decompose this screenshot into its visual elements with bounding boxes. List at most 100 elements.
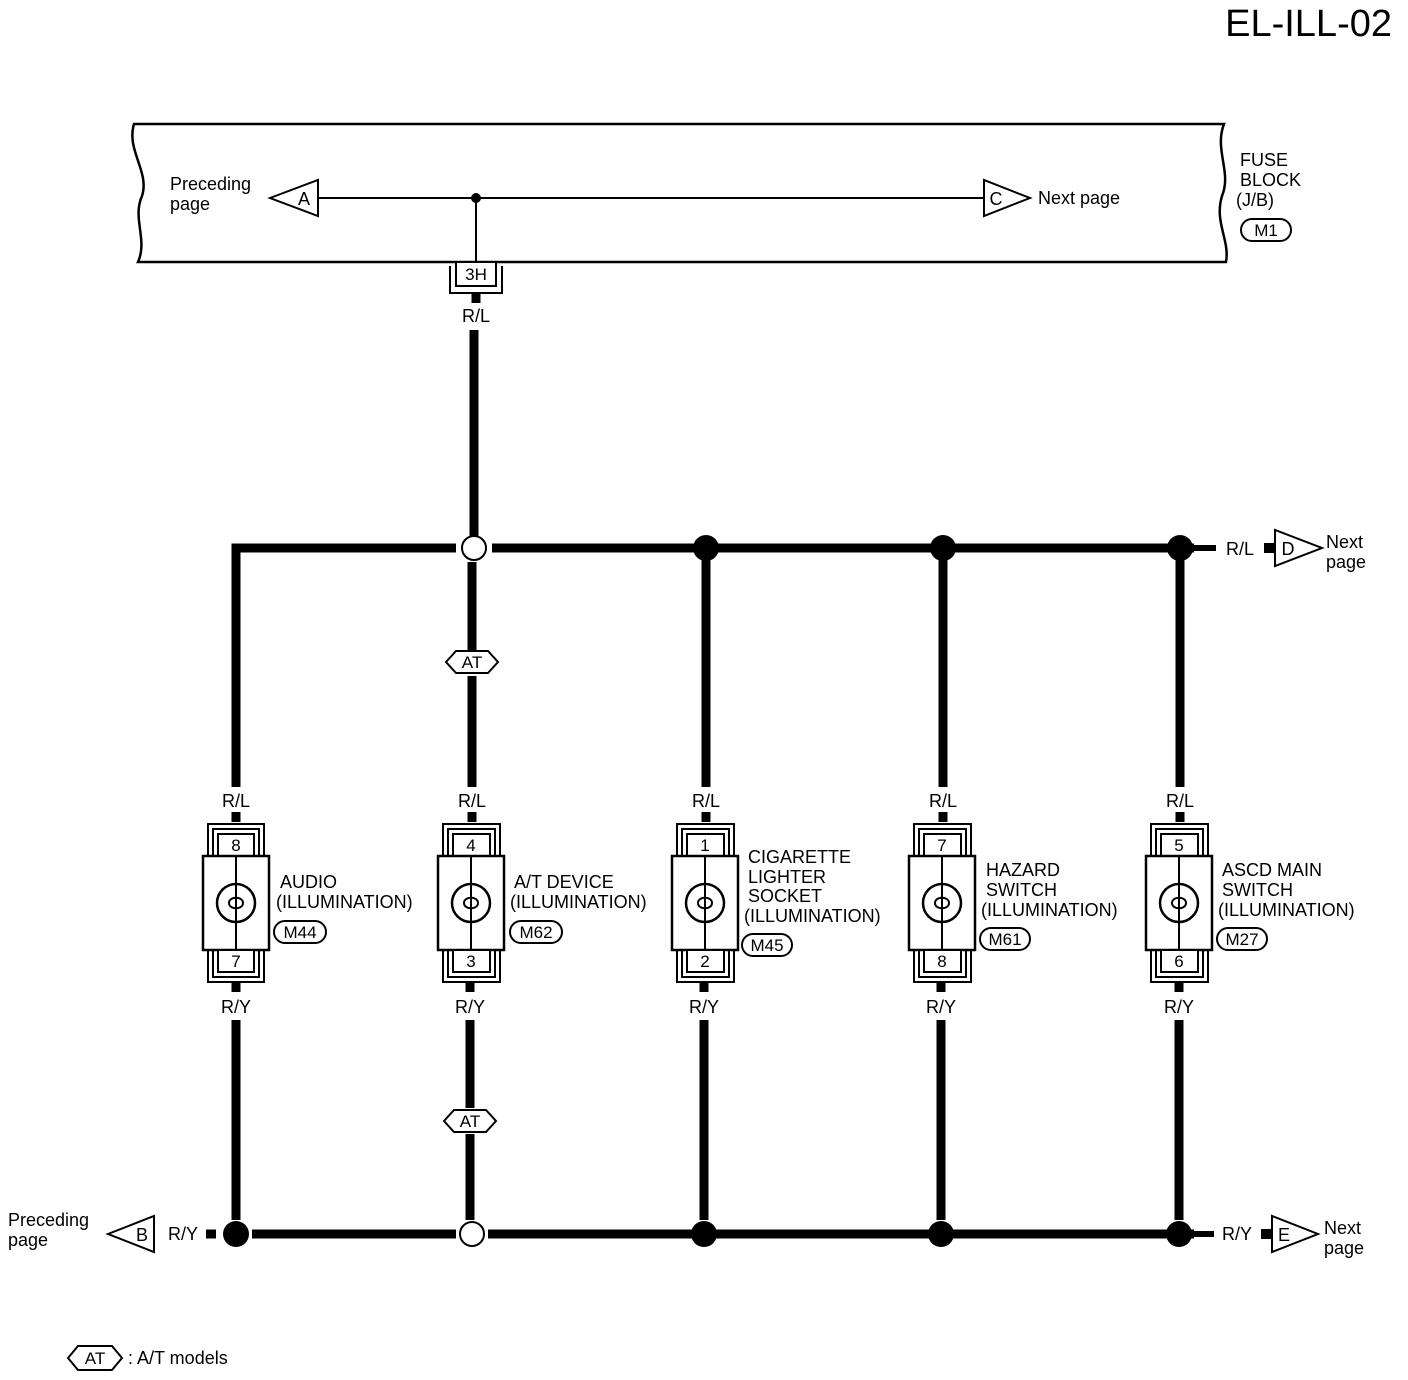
svg-text:R/Y: R/Y: [1222, 1224, 1252, 1244]
svg-text:3: 3: [466, 952, 475, 971]
bottom-bus-splice-open: [459, 1221, 485, 1247]
svg-text:R/L: R/L: [929, 791, 957, 811]
svg-text:(ILLUMINATION): (ILLUMINATION): [981, 900, 1118, 920]
svg-text:page: page: [8, 1230, 48, 1250]
svg-text:2: 2: [700, 952, 709, 971]
svg-text:R/L: R/L: [1166, 791, 1194, 811]
component-ascd-main-switch: R/L 5 6 R/Y ASCD MAIN SWITCH (ILLUMINATI…: [1144, 791, 1355, 1017]
at-tag-lower: AT: [442, 1109, 498, 1133]
connector-badge: [273, 920, 327, 944]
svg-text:Preceding: Preceding: [170, 174, 251, 194]
svg-text:8: 8: [937, 952, 946, 971]
fuse-preceding-ref: Preceding page A: [170, 174, 319, 218]
svg-text:B: B: [136, 1225, 148, 1245]
svg-text:Next: Next: [1324, 1218, 1361, 1238]
ref-arrow-d: [1274, 528, 1325, 568]
page-title: EL-ILL-02: [1225, 3, 1392, 45]
at-legend-symbol: [66, 1345, 124, 1371]
bottom-bus-splice: [1166, 1221, 1192, 1247]
svg-text:R/Y: R/Y: [455, 997, 485, 1017]
component-cigarette-lighter: R/L 1 2 R/Y CIGARETTE LIGHTER SOCKET (IL…: [670, 791, 881, 1017]
feed-wire-label: R/L: [462, 306, 490, 326]
bottom-bus: R/Y B Preceding page R/Y E Next page: [8, 1210, 1364, 1258]
top-bus-splice: [1167, 535, 1193, 561]
at-tag-upper: AT: [444, 650, 500, 674]
svg-text:AT: AT: [460, 1112, 480, 1131]
svg-text:R/Y: R/Y: [168, 1224, 198, 1244]
svg-text:R/Y: R/Y: [689, 997, 719, 1017]
ref-arrow-b: [105, 1214, 155, 1254]
component-at-device: R/L 4 3 R/Y A/T DEVICE (ILLUMINATION) M6…: [436, 791, 647, 1017]
svg-text:page: page: [1326, 552, 1366, 572]
top-bus-splice-open: [461, 535, 487, 561]
svg-text:A: A: [298, 189, 310, 209]
fuse-block-label: FUSE BLOCK (J/B): [1236, 150, 1301, 210]
svg-text:C: C: [990, 189, 1003, 209]
svg-text:M62: M62: [519, 923, 552, 942]
top-bus-splice: [693, 535, 719, 561]
svg-text:SOCKET: SOCKET: [748, 886, 822, 906]
bottom-bus-splice: [928, 1221, 954, 1247]
svg-text:4: 4: [466, 836, 475, 855]
svg-text:7: 7: [937, 836, 946, 855]
ref-arrow-c: [983, 178, 1033, 218]
svg-text:M61: M61: [988, 930, 1021, 949]
svg-text:(ILLUMINATION): (ILLUMINATION): [510, 892, 647, 912]
ref-arrow-e: [1271, 1214, 1321, 1254]
terminal-3h: 3H: [449, 261, 503, 294]
fuse-block-connector-badge: M1: [1240, 218, 1292, 242]
svg-text:A/T DEVICE: A/T DEVICE: [514, 872, 614, 892]
svg-text:R/Y: R/Y: [1164, 997, 1194, 1017]
svg-text:8: 8: [231, 836, 240, 855]
svg-text:R/L: R/L: [692, 791, 720, 811]
svg-text:R/L: R/L: [458, 791, 486, 811]
svg-text:AT: AT: [85, 1349, 105, 1368]
connector-badge: [979, 927, 1031, 951]
top-bus-splice: [930, 535, 956, 561]
svg-text:1: 1: [700, 836, 709, 855]
svg-text:M27: M27: [1225, 930, 1258, 949]
svg-text:7: 7: [231, 952, 240, 971]
svg-text:(ILLUMINATION): (ILLUMINATION): [1218, 900, 1355, 920]
svg-text:FUSE: FUSE: [1240, 150, 1288, 170]
svg-text:AT: AT: [462, 653, 482, 672]
svg-text:Next page: Next page: [1038, 188, 1120, 208]
svg-text:E: E: [1278, 1225, 1290, 1245]
branch-wires: [231, 560, 1185, 1220]
svg-text:(ILLUMINATION): (ILLUMINATION): [744, 906, 881, 926]
legend: AT : A/T models: [66, 1345, 228, 1371]
component-hazard-switch: R/L 7 8 R/Y HAZARD SWITCH (ILLUMINATION)…: [907, 791, 1118, 1017]
svg-text:AUDIO: AUDIO: [280, 872, 337, 892]
connector-badge: [1216, 927, 1268, 951]
svg-text:SWITCH: SWITCH: [1222, 880, 1293, 900]
connector-badge: [509, 920, 563, 944]
component-audio: R/L 8 7 R/Y AUDIO (ILLUMINATION) M44: [201, 791, 413, 1017]
connector-badge: [741, 933, 793, 957]
svg-text:3H: 3H: [465, 265, 487, 284]
svg-text:page: page: [1324, 1238, 1364, 1258]
svg-text:BLOCK: BLOCK: [1240, 170, 1301, 190]
svg-text:SWITCH: SWITCH: [986, 880, 1057, 900]
svg-text:HAZARD: HAZARD: [986, 860, 1060, 880]
svg-text:R/Y: R/Y: [926, 997, 956, 1017]
fuse-next-ref: C Next page: [983, 178, 1120, 218]
svg-text:R/L: R/L: [222, 791, 250, 811]
svg-text:page: page: [170, 194, 210, 214]
bottom-bus-splice: [223, 1221, 249, 1247]
bottom-bus-splice: [691, 1221, 717, 1247]
top-bus: R/L D Next page: [231, 528, 1366, 787]
ref-arrow-a: [267, 178, 319, 218]
legend-text: : A/T models: [128, 1348, 228, 1368]
svg-text:CIGARETTE: CIGARETTE: [748, 847, 851, 867]
svg-text:R/Y: R/Y: [221, 997, 251, 1017]
fuse-block-outline: [131, 122, 1228, 264]
svg-text:Next: Next: [1326, 532, 1363, 552]
svg-text:D: D: [1282, 539, 1295, 559]
svg-text:M1: M1: [1254, 221, 1278, 240]
svg-text:M44: M44: [283, 923, 316, 942]
svg-text:LIGHTER: LIGHTER: [748, 867, 826, 887]
svg-text:(ILLUMINATION): (ILLUMINATION): [276, 892, 413, 912]
svg-text:ASCD MAIN: ASCD MAIN: [1222, 860, 1322, 880]
svg-text:R/L: R/L: [1226, 539, 1254, 559]
